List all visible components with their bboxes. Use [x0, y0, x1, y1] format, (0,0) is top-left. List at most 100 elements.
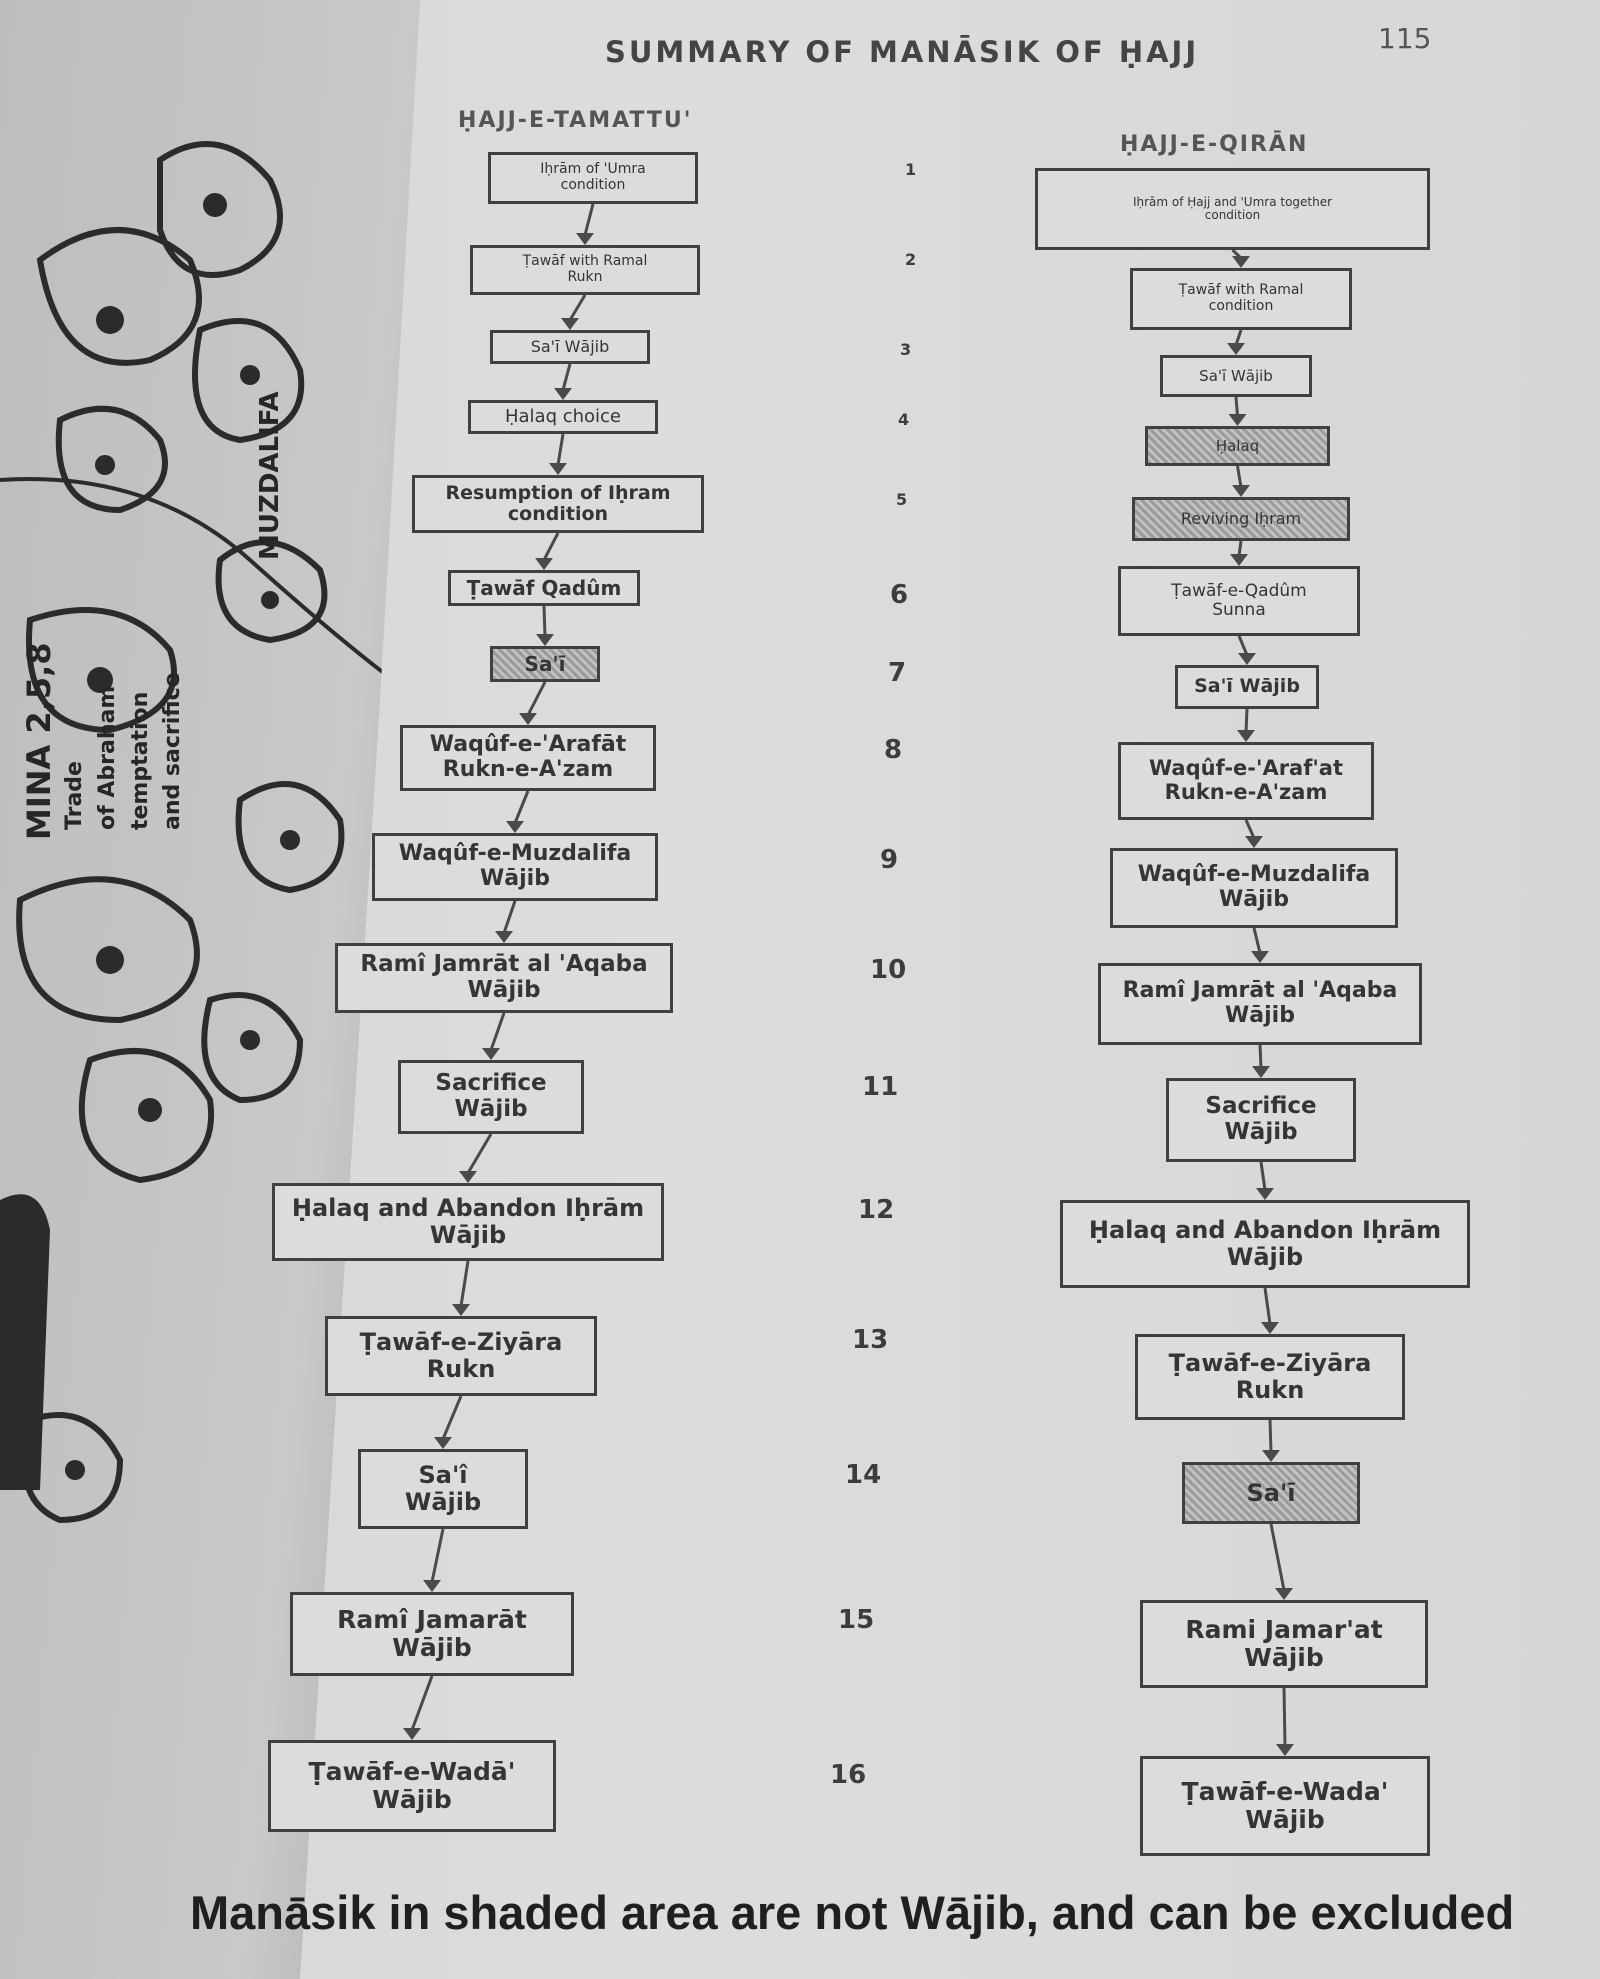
qiran-step-5: Reviving Iḥram — [1132, 497, 1350, 541]
qiran-arrow-line — [1269, 1523, 1286, 1591]
tamattu-arrow-line — [542, 532, 560, 561]
qiran-arrow-head-icon — [1256, 1188, 1274, 1200]
page-title: SUMMARY OF MANĀSIK OF ḤAJJ — [605, 35, 1200, 69]
qiran-arrow-line — [1234, 396, 1239, 417]
tamattu-arrow-head-icon — [561, 318, 579, 330]
tamattu-arrow-head-icon — [495, 931, 513, 943]
qiran-arrow-head-icon — [1261, 1322, 1279, 1334]
tamattu-step-line: Ṭawāf-e-Ziyāra — [359, 1328, 563, 1357]
qiran-step-line: Iḥrām of Ḥajj and 'Umra together — [1132, 194, 1333, 209]
tamattu-arrow-head-icon — [536, 634, 554, 646]
footer-note: Manāsik in shaded area are not Wājib, an… — [190, 1886, 1515, 1939]
tamattu-step-line: Iḥrām of 'Umra — [540, 161, 646, 178]
tamattu-step-line: Resumption of Iḥram — [445, 481, 671, 504]
qiran-step-line: Sunna — [1212, 600, 1266, 620]
tamattu-arrow-head-icon — [506, 821, 524, 833]
tamattu-step-line: Wājib — [467, 977, 541, 1003]
tamattu-step-line: Rukn — [426, 1355, 496, 1383]
tamattu-step-line: Sa'î — [418, 1461, 468, 1490]
step-number: 1 — [905, 160, 917, 179]
qiran-step-line: Ṭawāf-e-Qadûm — [1171, 580, 1307, 601]
qiran-step-line: Ramî Jamrāt al 'Aqaba — [1122, 978, 1398, 1004]
qiran-arrow-head-icon — [1276, 1744, 1294, 1756]
tamattu-step-line: Wājib — [454, 1096, 528, 1122]
tamattu-step-line: Wājib — [404, 1488, 482, 1516]
tamattu-arrow-line — [526, 681, 547, 716]
qiran-arrow-head-icon — [1232, 256, 1250, 268]
step-number: 12 — [858, 1195, 895, 1225]
tamattu-arrow-line — [430, 1528, 445, 1583]
qiran-arrow-line — [1244, 819, 1256, 839]
page-number: 115 — [1378, 22, 1432, 55]
qiran-arrow-head-icon — [1232, 485, 1250, 497]
tamattu-step-line: Sa'ī Wājib — [530, 337, 610, 357]
tamattu-step-line: Sa'ī — [524, 651, 566, 676]
qiran-arrow-line — [1252, 927, 1262, 954]
qiran-step-line: Wājib — [1244, 1643, 1324, 1672]
qiran-arrow-line — [1282, 1687, 1287, 1747]
column-title-qiran: ḤAJJ-E-QIRĀN — [1120, 132, 1309, 157]
step-number: 16 — [830, 1760, 867, 1790]
qiran-arrow-line — [1236, 465, 1243, 488]
step-number: 5 — [896, 490, 908, 509]
tamattu-step-line: condition — [560, 177, 626, 193]
qiran-step-line: condition — [1204, 208, 1261, 222]
step-number: 8 — [884, 735, 903, 765]
step-number: 9 — [880, 845, 899, 875]
qiran-step-line: Ḥalaq and Abandon Iḥrām — [1088, 1216, 1442, 1245]
qiran-step-line: Sa'ī Wājib — [1199, 366, 1273, 385]
qiran-arrow-line — [1258, 1044, 1263, 1069]
tamattu-step-7: Sa'ī — [490, 646, 600, 682]
qiran-step-line: Rukn-e-A'zam — [1164, 780, 1328, 804]
tamattu-step-4: Ḥalaq choice — [468, 400, 658, 434]
qiran-step-7: Sa'ī Wājib — [1175, 665, 1319, 709]
tamattu-step-line: Waqûf-e-'Arafāt — [429, 732, 627, 758]
qiran-step-14: Sa'ī — [1182, 1462, 1360, 1524]
qiran-arrow-line — [1259, 1161, 1267, 1191]
qiran-arrow-head-icon — [1238, 653, 1256, 665]
qiran-arrow-head-icon — [1252, 1066, 1270, 1078]
qiran-step-line: Wājib — [1225, 1003, 1295, 1028]
qiran-arrow-line — [1237, 635, 1249, 656]
tamattu-arrow-line — [542, 605, 547, 637]
tamattu-arrow-head-icon — [549, 463, 567, 475]
step-number: 6 — [890, 580, 909, 610]
qiran-arrow-head-icon — [1275, 1588, 1293, 1600]
step-number: 10 — [870, 955, 907, 985]
tamattu-step-line: Wājib — [372, 1785, 452, 1814]
qiran-step-line: Sa'ī Wājib — [1194, 675, 1300, 698]
tamattu-arrow-head-icon — [403, 1728, 421, 1740]
tamattu-step-line: Ramî Jamrāt al 'Aqaba — [360, 951, 648, 978]
qiran-step-line: Sacrifice — [1205, 1093, 1317, 1120]
qiran-step-line: Reviving Iḥram — [1180, 509, 1302, 529]
tamattu-arrow-head-icon — [482, 1048, 500, 1060]
tamattu-step-line: Waqûf-e-Muzdalifa — [398, 841, 632, 867]
qiran-arrow-line — [1244, 708, 1249, 733]
step-number: 14 — [845, 1460, 882, 1490]
qiran-step-line: Ḥalaq — [1215, 436, 1260, 455]
qiran-arrow-line — [1234, 329, 1243, 346]
tamattu-step-line: Ramî Jamarāt — [337, 1605, 527, 1634]
qiran-arrow-head-icon — [1230, 554, 1248, 566]
tamattu-arrow-line — [459, 1260, 470, 1307]
tamattu-arrow-line — [556, 433, 565, 466]
tamattu-step-line: condition — [507, 503, 609, 525]
tamattu-arrow-line — [489, 1012, 506, 1051]
